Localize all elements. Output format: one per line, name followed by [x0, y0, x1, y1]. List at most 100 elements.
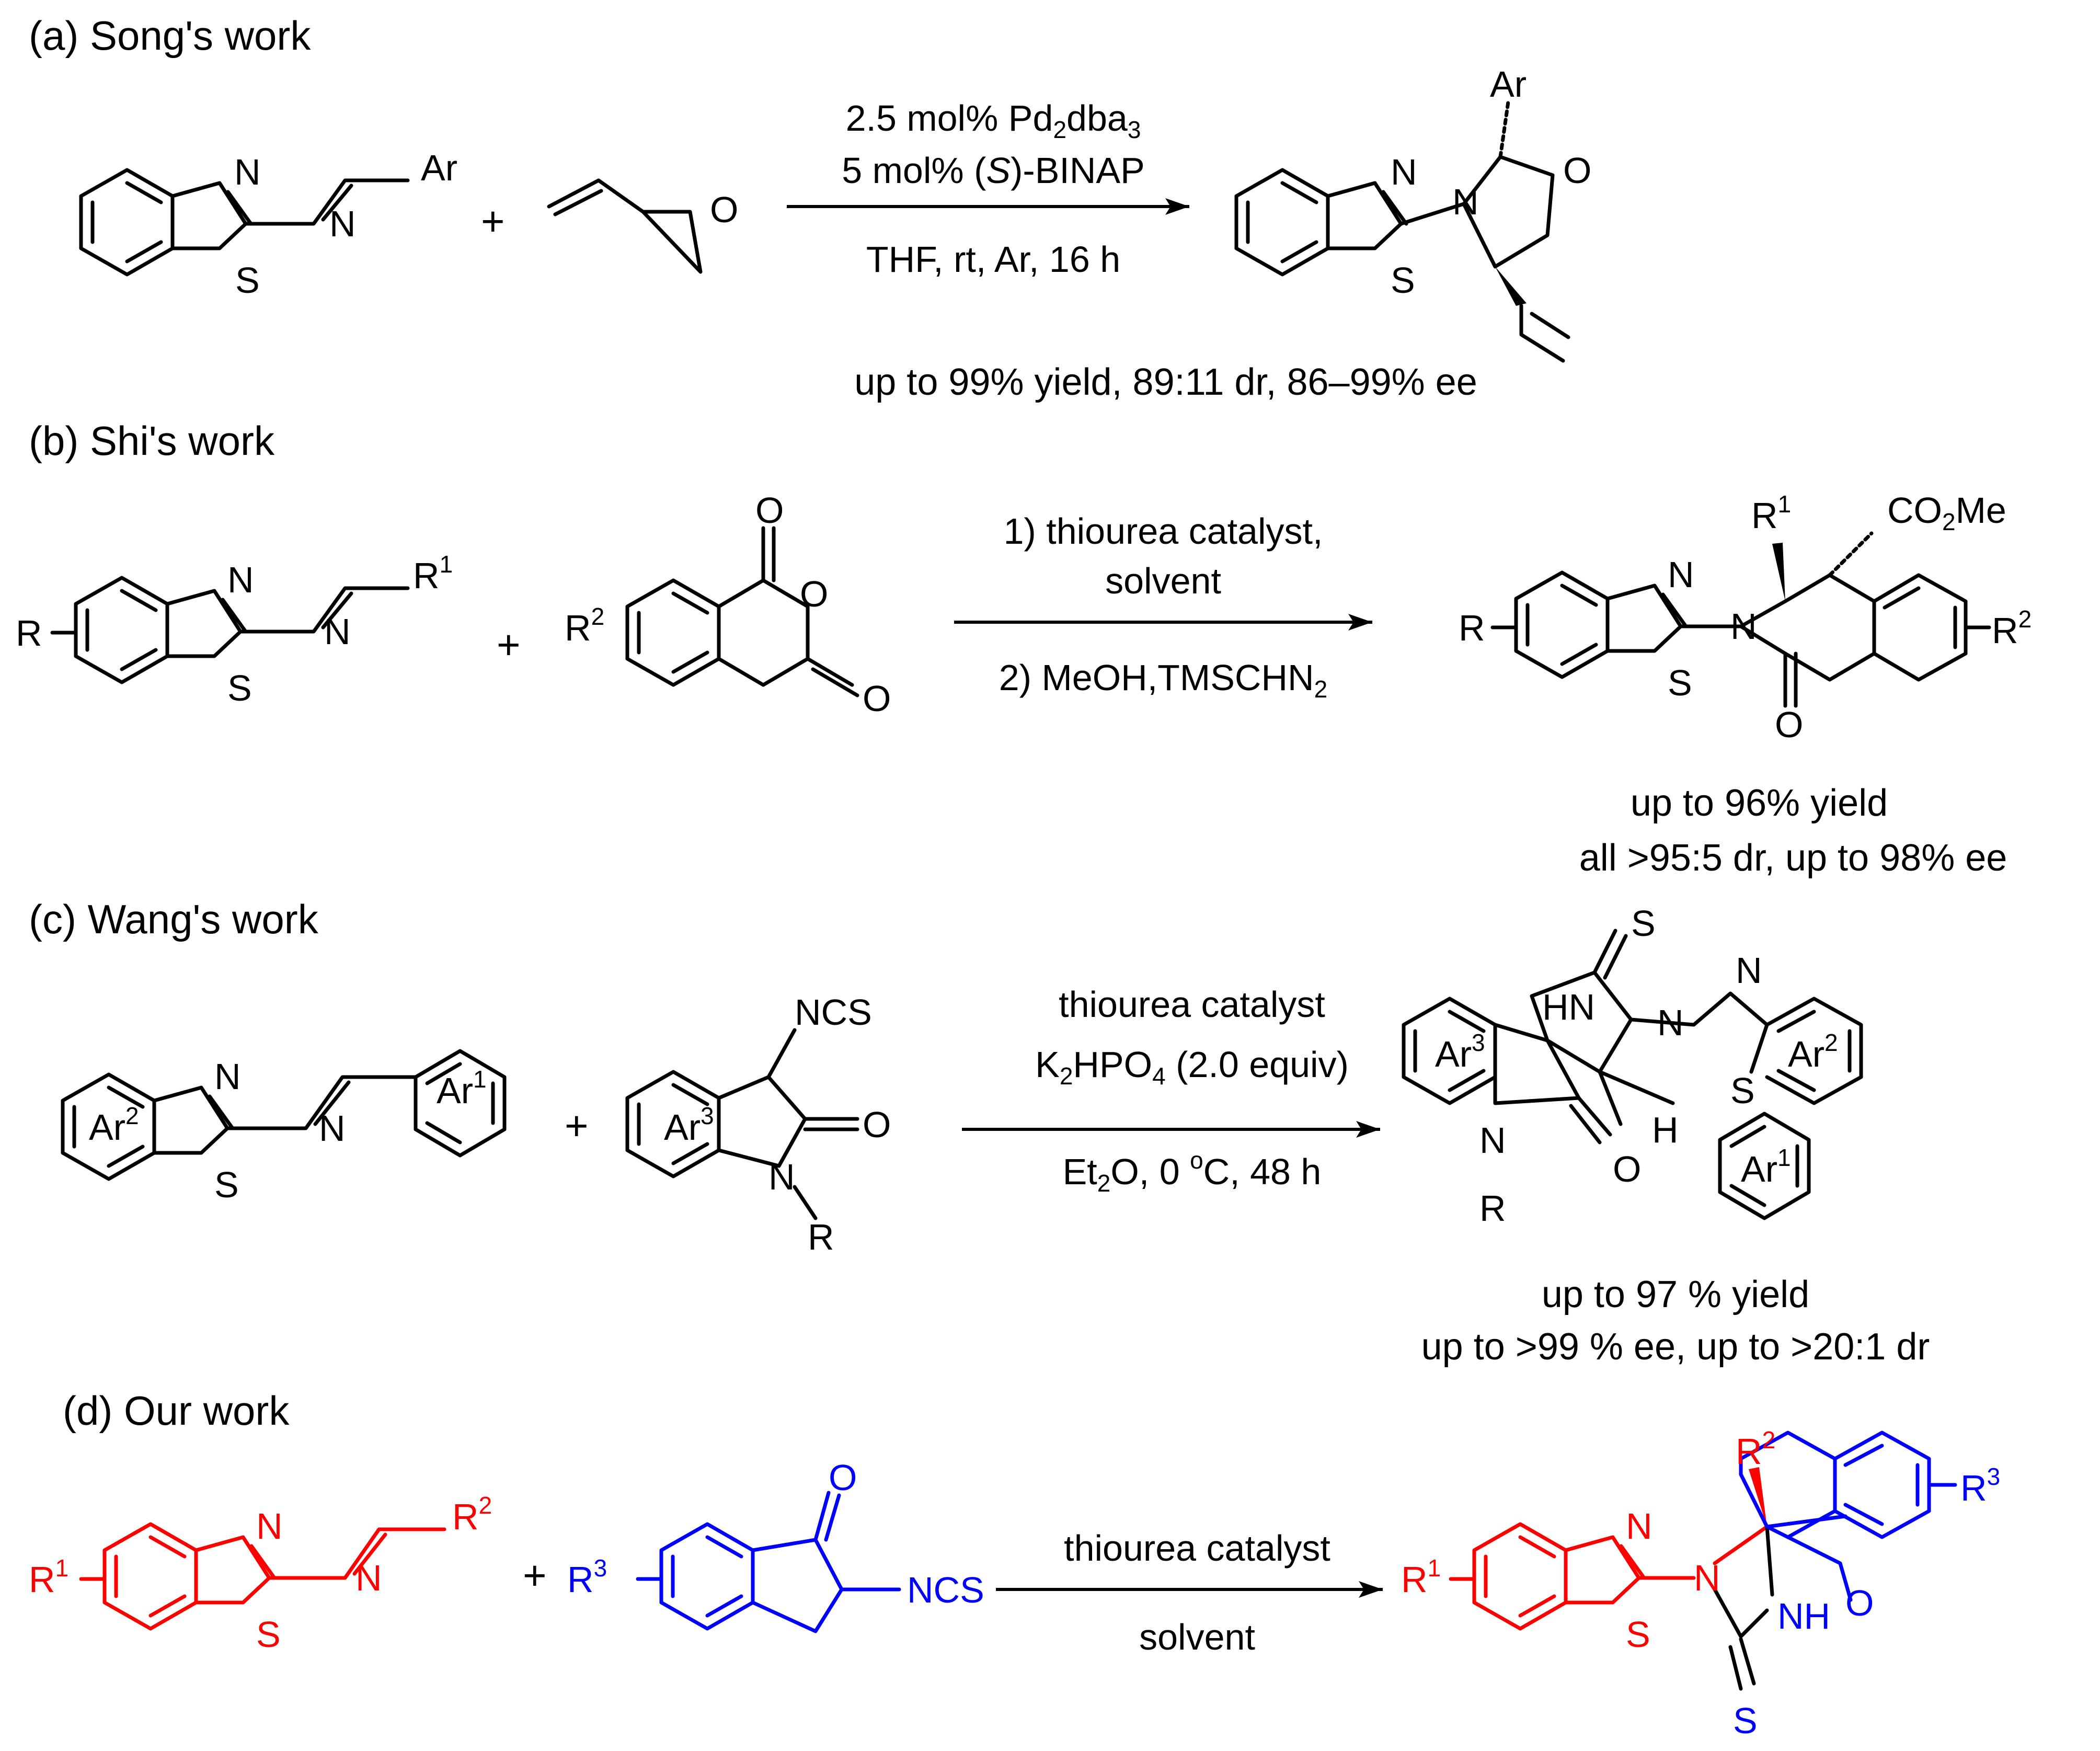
atom-s: S [1730, 1070, 1755, 1111]
atom-o: O [1845, 1583, 1874, 1623]
panel-b: (b) Shi's work R N S N R1 + R2 O O [16, 418, 2032, 879]
atom-n: N [355, 1558, 382, 1598]
atom-r1: R1 [1751, 490, 1791, 536]
atom-n: N [1479, 1120, 1506, 1161]
isoquinolinone-product: R N S N R1 CO2Me O R2 [1459, 490, 2032, 745]
atom-r2: R2 [1736, 1426, 1775, 1472]
atom-n: N [1626, 1506, 1653, 1547]
atom-r: R [16, 613, 42, 654]
atom-n: N [1452, 181, 1479, 222]
result-a: up to 99% yield, 89:11 dr, 86–99% ee [854, 361, 1477, 403]
atom-co2me: CO2Me [1887, 490, 2006, 535]
atom-ar2: Ar2 [89, 1102, 139, 1148]
atom-n: N [1730, 606, 1757, 647]
atom-ncs: NCS [795, 992, 872, 1033]
atom-s: S [256, 1614, 281, 1655]
atom-n: N [1657, 1002, 1684, 1043]
panel-b-label: (b) Shi's work [29, 418, 275, 464]
atom-s: S [1626, 1614, 1650, 1655]
atom-r: R [1459, 608, 1485, 648]
atom-hn: HN [1542, 987, 1595, 1027]
condition-d-2: solvent [1139, 1617, 1255, 1657]
atom-ar2: Ar2 [1788, 1029, 1838, 1074]
plus-sign: + [523, 1552, 547, 1598]
atom-r2: R2 [452, 1492, 492, 1537]
panel-c-label: (c) Wang's work [29, 896, 319, 942]
oxazolidine-product: N S N Ar O [1234, 64, 1591, 363]
atom-n: N [256, 1506, 283, 1547]
atom-o: O [829, 1457, 857, 1498]
result-b-2: all >95:5 dr, up to 98% ee [1579, 837, 2007, 879]
atom-ar: Ar [421, 147, 457, 188]
vinyl-epoxide: O [547, 178, 738, 274]
condition-c-1: thiourea catalyst [1059, 984, 1325, 1025]
atom-o: O [1563, 150, 1591, 191]
condition-a-3: THF, rt, Ar, 16 h [866, 239, 1120, 280]
plus-sign: + [565, 1103, 589, 1149]
atom-n: N [768, 1157, 795, 1197]
condition-a-1: 2.5 mol% Pd2dba3 [846, 98, 1141, 143]
atom-s: S [1391, 260, 1415, 301]
benzothiazole-imine-d: R1 N S N R2 [29, 1492, 492, 1655]
atom-ncs: NCS [907, 1570, 984, 1610]
spiro-indanone-product-d: R1 N S N R2 NH O S R3 [1401, 1426, 2000, 1741]
homophthalic-anhydride: R2 O O O [565, 490, 891, 719]
atom-n: N [234, 152, 261, 192]
panel-a-label: (a) Song's work [29, 13, 311, 59]
atom-n: N [324, 611, 351, 652]
condition-b-1: 1) thiourea catalyst, [1004, 511, 1323, 552]
condition-b-2: solvent [1105, 560, 1221, 601]
atom-ar3: Ar3 [1435, 1029, 1485, 1074]
result-c-2: up to >99 % ee, up to >20:1 dr [1421, 1326, 1930, 1368]
atom-s: S [1631, 903, 1656, 944]
atom-s: S [214, 1164, 239, 1205]
atom-o: O [710, 189, 738, 230]
atom-r: R [808, 1217, 834, 1257]
atom-r: R [1479, 1188, 1506, 1229]
atom-nh: NH [1777, 1596, 1830, 1636]
atom-o: O [863, 678, 891, 719]
condition-a-2: 5 mol% (S)-BINAP [842, 150, 1145, 191]
benzothiazole-imine-b: R N S N R1 [16, 551, 453, 708]
atom-r3: R3 [1960, 1463, 2000, 1508]
atom-n: N [329, 203, 356, 244]
benzothiazole-imine-c: Ar2 N S N Ar1 [61, 1049, 507, 1205]
atom-ar: Ar [1490, 64, 1527, 105]
atom-n: N [1668, 554, 1694, 595]
atom-s: S [227, 668, 252, 708]
spiro-oxindole-product-c: Ar3 HN S N N S Ar2 H N O R Ar1 [1402, 903, 1863, 1229]
panel-a: (a) Song's work N S N Ar + O 2.5 mol% Pd… [29, 13, 1591, 403]
atom-r1: R1 [29, 1554, 68, 1600]
isothiocyanato-indanone: R3 O NCS [567, 1457, 984, 1633]
isothiocyanato-oxindole: Ar3 NCS O N R [625, 992, 891, 1257]
atom-ar1: Ar1 [1741, 1144, 1791, 1189]
atom-ar1: Ar1 [437, 1066, 487, 1111]
atom-o: O [1775, 704, 1803, 745]
atom-r1: R1 [1401, 1554, 1441, 1600]
result-c-1: up to 97 % yield [1542, 1274, 1809, 1315]
atom-n: N [319, 1108, 346, 1149]
benzothiazole-imine-a: N S N Ar [79, 147, 457, 301]
atom-n: N [1736, 950, 1762, 991]
condition-b-3: 2) MeOH,TMSCHN2 [999, 657, 1327, 703]
atom-o: O [755, 490, 784, 531]
atom-n: N [214, 1056, 241, 1097]
atom-r3: R3 [567, 1554, 607, 1600]
atom-s: S [235, 260, 260, 301]
condition-d-1: thiourea catalyst [1064, 1528, 1330, 1569]
atom-n: N [1391, 152, 1417, 192]
atom-h: H [1652, 1109, 1679, 1150]
atom-o: O [1613, 1149, 1641, 1189]
result-b-1: up to 96% yield [1631, 782, 1888, 824]
panel-d-label: (d) Our work [63, 1388, 290, 1434]
atom-o: O [800, 574, 828, 614]
atom-o: O [863, 1104, 891, 1145]
panel-d: (d) Our work R1 N S N R2 + R3 O [29, 1388, 2000, 1741]
atom-r1: R1 [413, 551, 453, 596]
atom-s: S [1668, 662, 1692, 703]
atom-r2: R2 [1992, 605, 2032, 651]
atom-s: S [1733, 1700, 1758, 1741]
atom-r2: R2 [565, 603, 604, 648]
atom-ar3: Ar3 [664, 1102, 714, 1148]
